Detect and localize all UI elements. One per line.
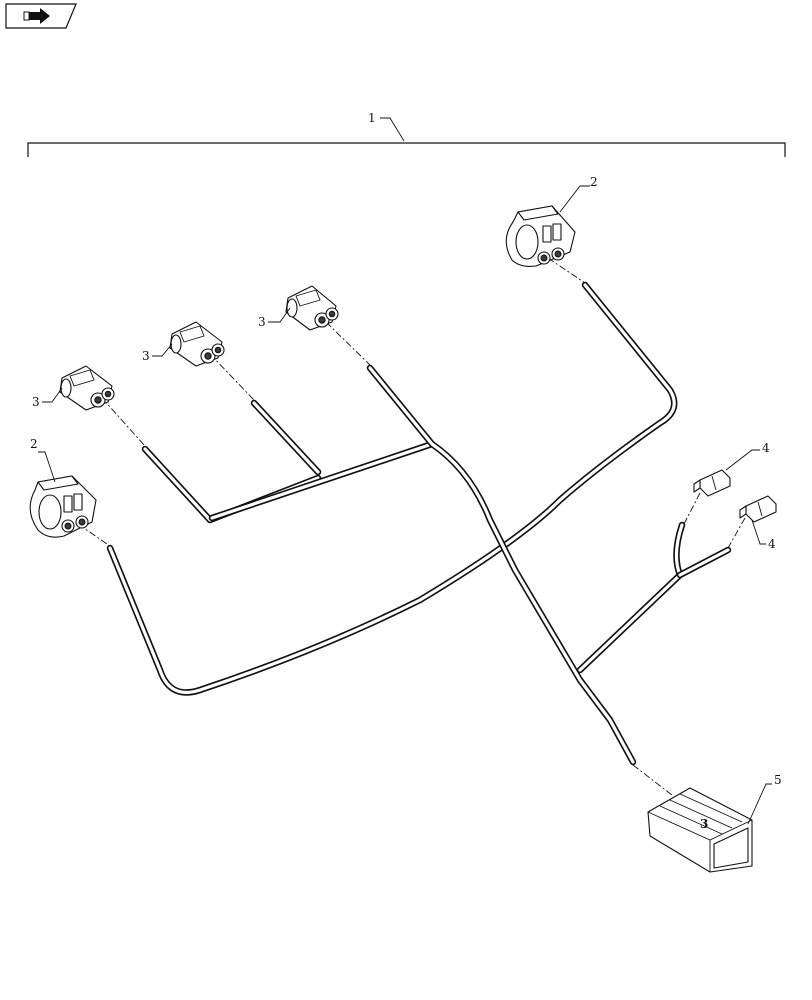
dash-leaders <box>77 257 746 796</box>
connector-3-a: 3 <box>32 365 115 411</box>
callout-1: 1 <box>368 111 376 125</box>
callout-5: 5 <box>774 773 782 787</box>
callout-4-bottom: 4 <box>768 537 776 551</box>
nav-button[interactable] <box>5 3 77 29</box>
callout-3-b: 3 <box>142 349 150 363</box>
terminal-4-bottom: 4 <box>739 495 777 551</box>
connector-5-marking: 3 <box>700 817 708 831</box>
harness-assembly-bracket: 1 <box>27 111 786 157</box>
harness-wires <box>106 281 732 766</box>
connector-3-c: 3 <box>258 285 339 331</box>
callout-2-left: 2 <box>30 437 38 451</box>
connector-3-b: 3 <box>142 321 225 367</box>
callout-2-right: 2 <box>590 175 598 189</box>
terminal-4-top: 4 <box>693 441 770 497</box>
connector-5: 3 5 <box>647 773 782 873</box>
connector-2-left: 2 <box>29 437 97 538</box>
callout-3-a: 3 <box>32 395 40 409</box>
callout-3-c: 3 <box>258 315 266 329</box>
arrow-right-icon <box>23 8 50 24</box>
connector-2-right: 2 <box>505 175 598 267</box>
callout-4-top: 4 <box>762 441 770 455</box>
